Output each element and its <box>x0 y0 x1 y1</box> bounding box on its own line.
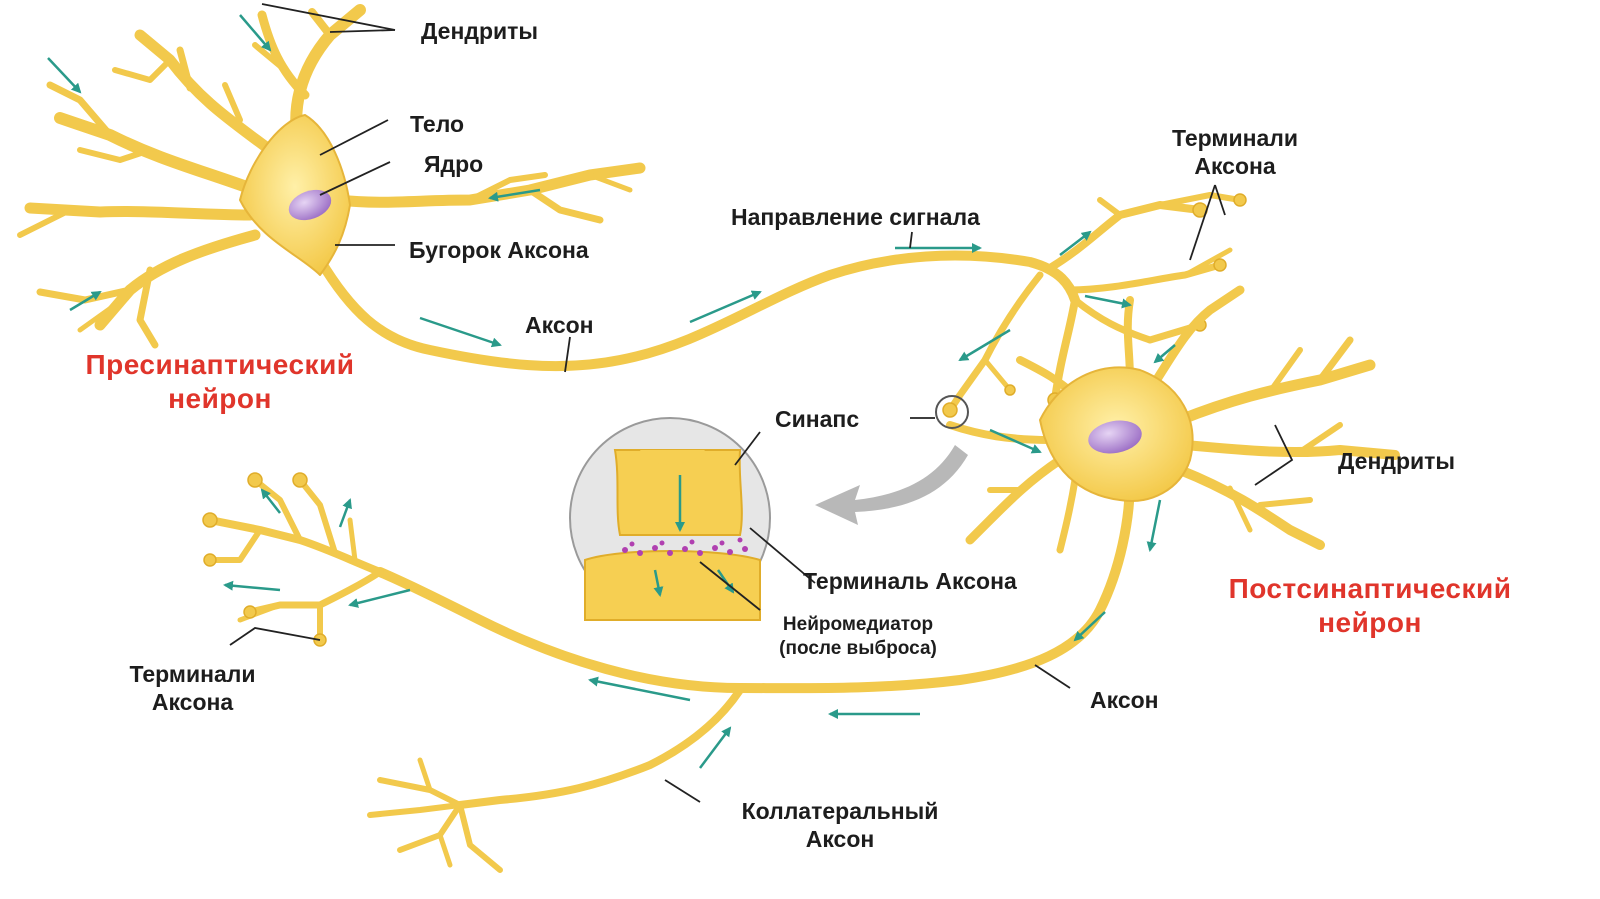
label-postsynaptic-line1: Постсинаптический <box>1228 573 1512 604</box>
label-presynaptic-line2: нейрон <box>168 383 272 414</box>
label-terminals-top-line2: Аксона <box>1194 153 1276 179</box>
label-dendrites-top: Дендриты <box>421 18 539 44</box>
label-terminals-bottom-line1: Терминали <box>129 661 256 687</box>
label-neurotransmitter-line2: (после выброса) <box>779 638 937 659</box>
label-presynaptic-neuron: Пресинаптический нейрон <box>25 348 415 416</box>
label-postsynaptic-neuron: Постсинаптический нейрон <box>1165 572 1575 640</box>
label-dendrites-right: Дендриты <box>1338 448 1456 474</box>
presynaptic-nucleus <box>288 189 332 221</box>
synapse-circle <box>935 395 969 429</box>
presynaptic-dendrites <box>17 4 646 349</box>
label-synapse: Синапс <box>775 406 860 432</box>
postsynaptic-neuron <box>375 285 1400 809</box>
label-neurotransmitter: Нейромедиатор (после выброса) <box>738 613 978 661</box>
label-axon-post: Аксон <box>1090 687 1159 713</box>
presynaptic-neuron <box>17 4 1080 372</box>
label-axon-hillock: Бугорок Аксона <box>409 237 589 263</box>
label-postsynaptic-line2: нейрон <box>1318 607 1422 638</box>
zoom-arrow <box>815 445 968 525</box>
collateral-terminals <box>367 757 503 873</box>
label-terminals-top-line1: Терминали <box>1171 125 1299 151</box>
signal-arrows <box>47 14 1176 769</box>
axon-terminals-top <box>942 192 1247 418</box>
postsynaptic-nucleus <box>1088 420 1142 454</box>
presynaptic-soma <box>239 114 351 276</box>
label-nucleus: Ядро <box>424 151 484 177</box>
label-terminals-bottom-line2: Аксона <box>151 689 234 715</box>
label-presynaptic-line1: Пресинаптический <box>85 349 355 380</box>
presynaptic-axon <box>315 250 1080 372</box>
collateral-axon <box>456 686 744 809</box>
axon-terminals-bottom <box>202 472 384 647</box>
label-terminals-top: Терминали Аксона <box>1150 124 1320 180</box>
label-collateral-line2: Аксон <box>805 826 875 852</box>
label-neurotransmitter-line1: Нейромедиатор <box>782 614 934 635</box>
label-collateral-axon: Коллатеральный Аксон <box>695 797 985 853</box>
label-terminals-bottom: Терминали Аксона <box>100 660 285 716</box>
label-axon-pre: Аксон <box>525 312 594 338</box>
label-body: Тело <box>410 111 465 137</box>
postsynaptic-axon <box>375 475 1135 694</box>
label-axon-terminal: Терминаль Аксона <box>803 568 1017 594</box>
neurotransmitter-dots <box>622 537 748 556</box>
leader-lines <box>229 3 1294 803</box>
label-signal-direction: Направление сигнала <box>731 204 980 230</box>
label-collateral-line1: Коллатеральный <box>741 798 939 824</box>
synapse-magnifier <box>569 417 771 621</box>
